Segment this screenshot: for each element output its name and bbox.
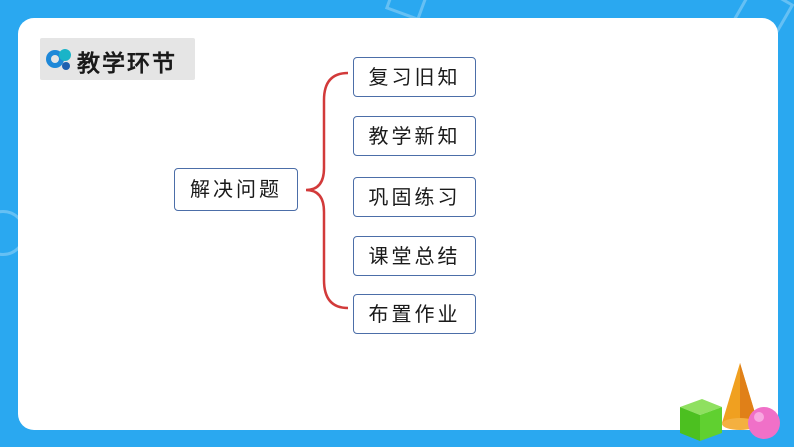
item-box-review: 复习旧知 (353, 57, 476, 97)
item-box-summary: 课堂总结 (353, 236, 476, 276)
item-label: 巩固练习 (368, 185, 461, 209)
item-box-practice: 巩固练习 (353, 177, 476, 217)
slide-card: 教学环节 解决问题 复习旧知 教学新知 巩固练习 课堂总结 布置作业 (18, 18, 778, 430)
logo-icon (46, 49, 71, 70)
item-label: 复习旧知 (368, 65, 461, 89)
item-box-homework: 布置作业 (353, 294, 476, 334)
item-label: 课堂总结 (368, 244, 461, 268)
item-label: 布置作业 (368, 302, 461, 326)
item-label: 教学新知 (368, 124, 461, 148)
geometry-shapes-illustration (680, 363, 780, 441)
root-node-box: 解决问题 (174, 168, 298, 211)
root-node-label: 解决问题 (190, 177, 282, 201)
brace-connector (305, 71, 349, 310)
section-header: 教学环节 (40, 38, 195, 80)
item-box-new-lesson: 教学新知 (353, 116, 476, 156)
section-title: 教学环节 (77, 51, 177, 77)
